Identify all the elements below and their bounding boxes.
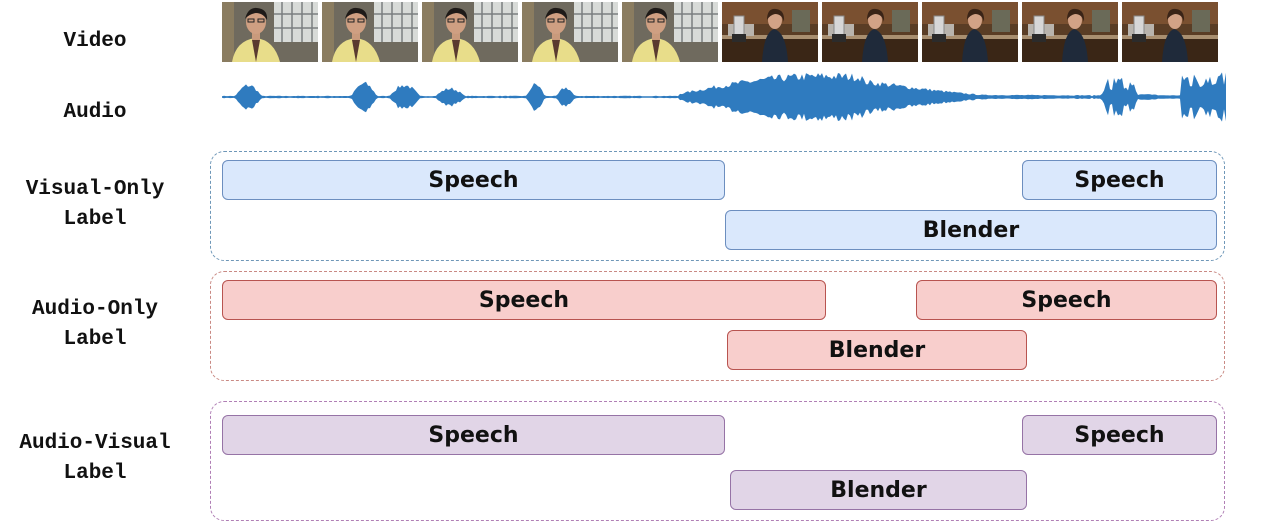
video-frame-strip <box>222 2 1222 63</box>
visual-only-speech-segment: Speech <box>1022 160 1217 200</box>
audio-row-label: Audio <box>63 101 127 124</box>
kitchen-blender-icon <box>922 2 1018 62</box>
audio-visual-speech-segment: Speech <box>1022 415 1217 455</box>
audio-only-label-group <box>210 271 1225 381</box>
audio-visual-speech-segment: Speech <box>222 415 725 455</box>
audio-waveform <box>222 72 1226 122</box>
kitchen-blender-icon <box>1022 2 1118 62</box>
audio-only-speech-segment: Speech <box>916 280 1217 320</box>
visual-only-label-group <box>210 151 1225 261</box>
audio-visual-blender-segment: Blender <box>730 470 1027 510</box>
visual-only-speech-segment: Speech <box>222 160 725 200</box>
audio-visual-row-label: Audio-Visual Label <box>19 432 171 485</box>
visual-only-blender-segment: Blender <box>725 210 1217 250</box>
office-speaker-icon <box>422 2 518 62</box>
audio-only-speech-segment: Speech <box>222 280 826 320</box>
kitchen-blender-icon <box>822 2 918 62</box>
audio-visual-label-group <box>210 401 1225 521</box>
kitchen-blender-icon <box>722 2 818 62</box>
office-speaker-icon <box>222 2 318 62</box>
audio-only-blender-segment: Blender <box>727 330 1027 370</box>
video-row-label: Video <box>63 30 127 53</box>
office-speaker-icon <box>522 2 618 62</box>
office-speaker-icon <box>622 2 718 62</box>
audio-only-row-label: Audio-Only Label <box>31 298 159 351</box>
office-speaker-icon <box>322 2 418 62</box>
kitchen-blender-icon <box>1122 2 1218 62</box>
visual-only-row-label: Visual-Only Label <box>25 178 165 231</box>
